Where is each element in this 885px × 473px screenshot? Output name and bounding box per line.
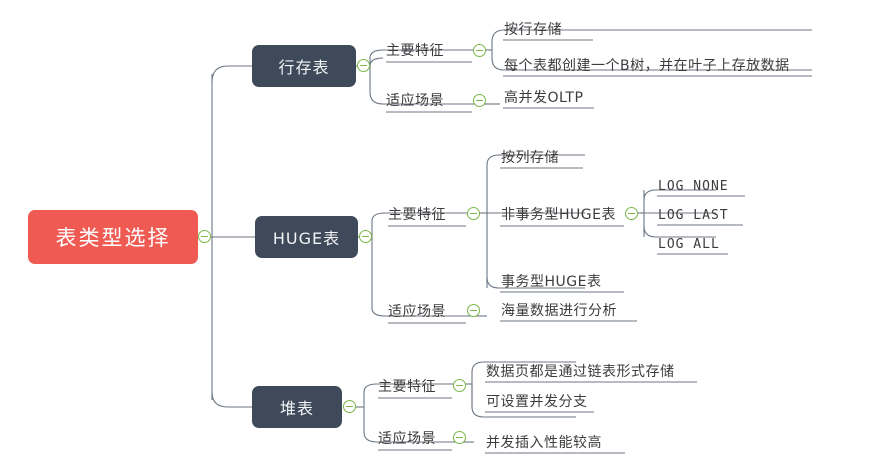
- group-label-huge-scenarios: 适应场景: [388, 304, 446, 320]
- collapse-toggle-huge-features[interactable]: [467, 207, 480, 220]
- branch-node-row-store[interactable]: 行存表: [252, 45, 356, 87]
- collapse-toggle-heap-scenarios[interactable]: [453, 431, 466, 444]
- leaf-log-last: LOG LAST: [658, 208, 729, 223]
- group-label-row-store-scenarios: 适应场景: [386, 93, 444, 109]
- collapse-toggle-row-store-scenarios[interactable]: [473, 94, 486, 107]
- collapse-toggle-huge-scenarios[interactable]: [467, 304, 480, 317]
- root-node-label: 表类型选择: [55, 226, 171, 250]
- branch-node-label: 行存表: [278, 58, 330, 77]
- collapse-toggle-row-store[interactable]: [357, 59, 370, 72]
- group-label-huge-features: 主要特征: [388, 207, 446, 223]
- group-label-row-store-features: 主要特征: [386, 43, 444, 59]
- leaf-huge-feature-1: 按列存储: [501, 150, 559, 166]
- branch-node-label: HUGE表: [272, 229, 341, 248]
- leaf-log-all: LOG ALL: [658, 237, 720, 252]
- leaf-row-store-feature-2: 每个表都创建一个B树，并在叶子上存放数据: [504, 58, 790, 74]
- group-label-heap-features: 主要特征: [378, 379, 436, 395]
- leaf-row-store-feature-1: 按行存储: [504, 22, 562, 38]
- collapse-toggle-huge-nontxn[interactable]: [625, 207, 638, 220]
- collapse-toggle-heap-features[interactable]: [453, 379, 466, 392]
- collapse-toggle-row-store-features[interactable]: [473, 44, 486, 57]
- collapse-toggle-root[interactable]: [198, 230, 211, 243]
- branch-node-heap-table[interactable]: 堆表: [252, 386, 342, 428]
- group-label-heap-scenarios: 适应场景: [378, 431, 436, 447]
- leaf-row-store-scenario-1: 高并发OLTP: [504, 90, 584, 106]
- leaf-huge-feature-2: 非事务型HUGE表: [501, 207, 616, 223]
- leaf-heap-feature-2: 可设置并发分支: [486, 394, 588, 410]
- branch-node-label: 堆表: [279, 399, 314, 418]
- root-node[interactable]: 表类型选择: [28, 210, 198, 264]
- branch-node-huge-table[interactable]: HUGE表: [255, 216, 358, 258]
- collapse-toggle-huge-table[interactable]: [359, 230, 372, 243]
- leaf-heap-scenario-1: 并发插入性能较高: [486, 435, 602, 451]
- leaf-huge-feature-3: 事务型HUGE表: [501, 274, 602, 290]
- leaf-huge-scenario-1: 海量数据进行分析: [501, 303, 617, 319]
- collapse-toggle-heap-table[interactable]: [343, 400, 356, 413]
- leaf-log-none: LOG NONE: [658, 179, 729, 194]
- leaf-heap-feature-1: 数据页都是通过链表形式存储: [486, 364, 675, 380]
